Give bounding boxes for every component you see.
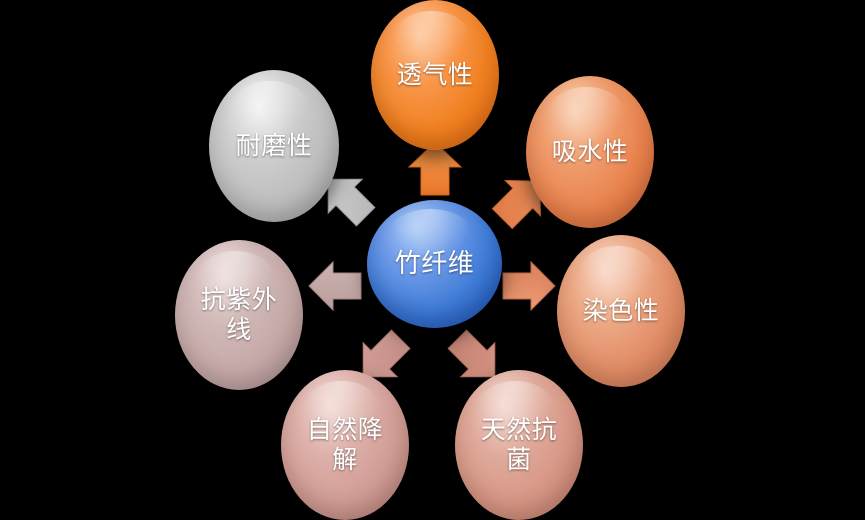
node-breathability[interactable]: 透气性 bbox=[371, 0, 499, 150]
arrow-to-water-absorption-icon bbox=[490, 170, 550, 232]
diagram-canvas: 透气性 吸水性 染色性 天然抗 菌 自然降 解 抗紫外 线 耐磨性 竹纤维 bbox=[175, 0, 685, 520]
node-natural-antibacterial[interactable]: 天然抗 菌 bbox=[455, 370, 583, 520]
node-natural-antibacterial-label: 天然抗 菌 bbox=[480, 415, 558, 475]
node-breathability-label: 透气性 bbox=[396, 60, 474, 89]
node-wear-resistance-label: 耐磨性 bbox=[235, 131, 313, 160]
arrow-to-natural-antibacterial-icon bbox=[444, 326, 506, 388]
arrow-to-uv-resistance-icon bbox=[306, 256, 368, 316]
arrow-to-breathability-icon bbox=[404, 140, 466, 200]
node-center-label: 竹纤维 bbox=[394, 248, 475, 279]
node-dyeability-label: 染色性 bbox=[582, 296, 660, 325]
node-uv-resistance-label: 抗紫外 线 bbox=[200, 285, 278, 345]
arrow-to-dyeability-icon bbox=[496, 256, 558, 316]
node-natural-degradation[interactable]: 自然降 解 bbox=[281, 370, 409, 520]
node-dyeability[interactable]: 染色性 bbox=[557, 235, 685, 387]
arrow-to-wear-resistance-icon bbox=[318, 168, 378, 230]
node-wear-resistance[interactable]: 耐磨性 bbox=[209, 70, 339, 222]
arrow-to-natural-degradation-icon bbox=[352, 326, 414, 388]
node-center-bamboo-fiber[interactable]: 竹纤维 bbox=[367, 200, 502, 328]
node-natural-degradation-label: 自然降 解 bbox=[306, 415, 384, 475]
node-uv-resistance[interactable]: 抗紫外 线 bbox=[175, 240, 303, 390]
node-water-absorption[interactable]: 吸水性 bbox=[526, 76, 654, 228]
node-water-absorption-label: 吸水性 bbox=[551, 137, 629, 166]
